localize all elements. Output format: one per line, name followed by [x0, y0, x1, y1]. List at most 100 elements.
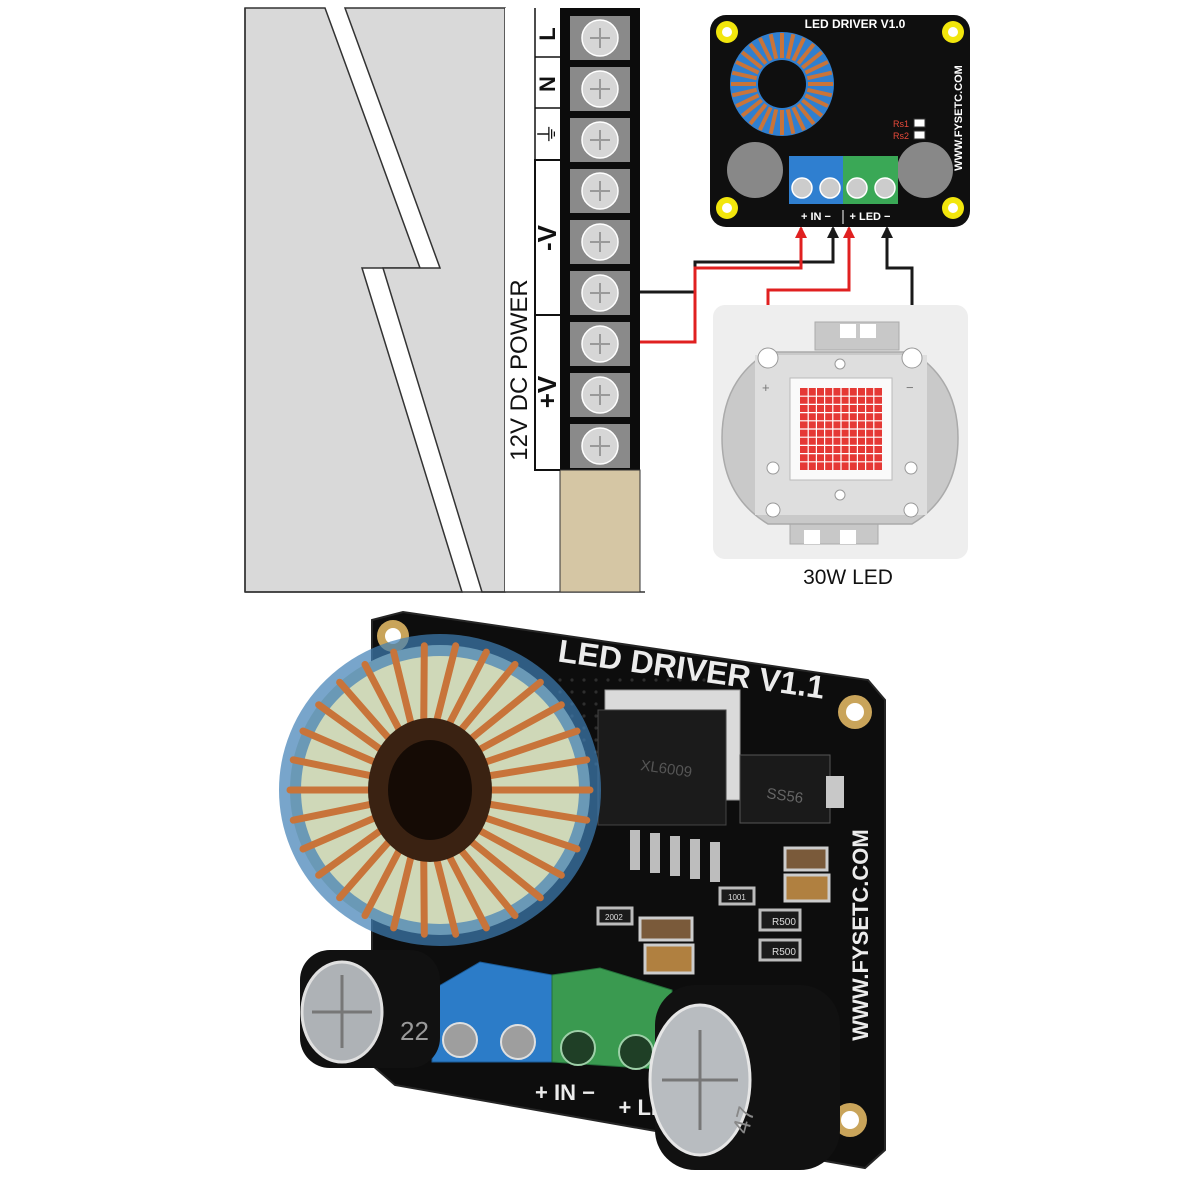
regulator-chip: XL6009: [597, 689, 741, 882]
toroid-turn: [390, 648, 415, 729]
coil-turn: [785, 108, 796, 135]
smd-capacitor-1: [638, 916, 694, 942]
toroid-turn: [289, 800, 375, 824]
coil-turn: [806, 87, 833, 98]
coil-turn: [748, 42, 768, 65]
coil-turn: [804, 60, 829, 75]
toroid-turn: [361, 845, 404, 920]
toroid-turn: [315, 826, 385, 879]
toroid-inductor: [279, 634, 601, 946]
power-supply-unit: L N ⏚ -V +V 12V DC POWER: [244, 7, 645, 593]
resistor-1: [758, 908, 802, 932]
coil-turn: [731, 70, 758, 81]
toroid-turn: [361, 660, 404, 735]
led-anode-pad: [757, 347, 779, 369]
coil-turn: [791, 106, 806, 131]
led-minus-mark: −: [906, 380, 914, 395]
coil-turn: [804, 93, 829, 108]
terminal-label-n: N: [535, 76, 560, 92]
toroid-turn: [485, 756, 591, 780]
inductor-diagram: [730, 32, 834, 136]
toroid-turn: [485, 800, 591, 824]
toroid-turn: [456, 660, 519, 735]
power-supply-label: 12V DC POWER: [506, 279, 533, 460]
toroid-turn: [336, 837, 394, 902]
coil-turn: [791, 37, 806, 62]
capacitor-left-marking: 22: [400, 1016, 429, 1046]
coil-turn: [796, 42, 816, 65]
smd-capacitor-2: [643, 943, 695, 975]
toroid-turn: [432, 854, 460, 938]
coil-turn: [796, 103, 816, 126]
led-module: + − 30W LED: [713, 305, 968, 589]
toroid-turn: [289, 756, 375, 780]
toroid-turn: [481, 814, 581, 853]
wire-red-in-plus: [640, 228, 803, 344]
terminal-screw: [570, 271, 630, 315]
coil-turn: [806, 70, 833, 81]
driver-in-label: + IN −: [801, 211, 831, 223]
terminal-label-l: L: [535, 27, 560, 40]
resistor-4-marking: 2002: [605, 913, 623, 922]
terminal-screw: [570, 322, 630, 366]
driver-title: LED DRIVER V1.0: [805, 17, 906, 31]
led-cathode-pad: [901, 347, 923, 369]
terminal-screw: [570, 220, 630, 264]
resistor-3-marking: 1001: [728, 893, 746, 902]
diode-marking: SS56: [765, 785, 804, 807]
resistor-2: [758, 938, 802, 962]
led-plus-mark: +: [762, 380, 770, 395]
terminal-screw: [570, 118, 630, 162]
coil-turn: [740, 50, 763, 70]
toroid-turn: [420, 854, 428, 938]
photo-in-label: + IN −: [535, 1080, 595, 1105]
smd-capacitor-4: [783, 873, 831, 903]
coil-turn: [758, 106, 773, 131]
driver-website: WWW.FYSETC.COM: [953, 65, 965, 171]
schottky-diode: SS56: [739, 754, 844, 824]
coil-turn: [785, 33, 796, 60]
resistor-4: [596, 906, 634, 926]
photo-in-terminal: [431, 961, 553, 1063]
rs1-label: Rs1: [893, 119, 909, 129]
coil-turn: [801, 50, 824, 70]
coil-turn: [748, 103, 768, 126]
coil-turn: [768, 108, 779, 135]
terminal-screw: [570, 373, 630, 417]
coil-turn: [768, 33, 779, 60]
toroid-turn: [475, 701, 565, 754]
terminal-label-ground: ⏚: [535, 123, 560, 145]
capacitor-left-diagram: [727, 142, 783, 198]
toroid-turn: [481, 727, 581, 766]
terminal-screw: [570, 67, 630, 111]
wire-black-in-minus: [640, 228, 835, 294]
toroid-turn: [315, 701, 385, 754]
smd-capacitor-3: [783, 846, 829, 872]
toroid-turn: [336, 678, 394, 743]
toroid-turn: [420, 642, 428, 726]
psu-label-panel: [505, 8, 560, 592]
photo-led-terminal: [551, 967, 673, 1071]
photo-website: WWW.FYSETC.COM: [848, 829, 873, 1040]
coil-turn: [758, 37, 773, 62]
coil-turn: [735, 60, 760, 75]
coil-turn: [735, 93, 760, 108]
terminal-screw: [570, 16, 630, 60]
led-caption: 30W LED: [803, 566, 893, 589]
rs2-label: Rs2: [893, 131, 909, 141]
coil-turn: [801, 98, 824, 118]
coil-turn: [740, 98, 763, 118]
capacitor-left-photo: 22: [300, 950, 440, 1068]
capacitor-right-photo: 47: [648, 985, 840, 1170]
toroid-turn: [445, 648, 490, 729]
terminal-screw: [570, 169, 630, 213]
resistor-2-marking: R500: [772, 947, 796, 958]
resistor-1-marking: R500: [772, 917, 796, 928]
capacitor-right-diagram: [897, 142, 953, 198]
driver-led-label: + LED −: [850, 211, 891, 223]
resistor-3: [718, 886, 756, 906]
toroid-turn: [390, 851, 415, 932]
terminal-label-plus-v: +V: [532, 375, 562, 408]
toroid-turn: [466, 837, 544, 902]
